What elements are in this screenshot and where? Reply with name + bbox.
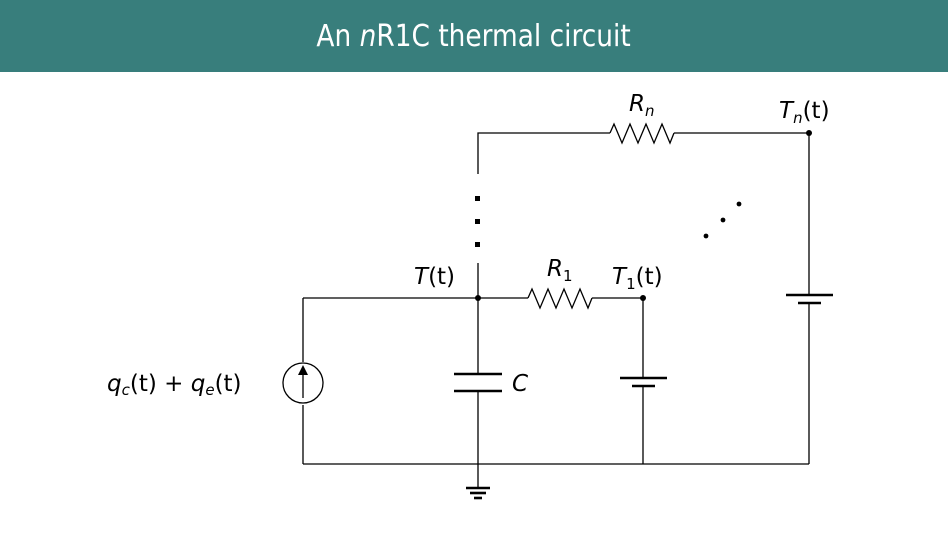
resistor-R1 (527, 287, 593, 310)
node-T1-label: T1(t) (612, 264, 663, 293)
slide-title-bar: An nR1C thermal circuit (0, 0, 948, 72)
vertical-ellipsis (475, 196, 480, 247)
node-Tn-label: Tn(t) (779, 98, 830, 127)
resistor-Rn-label: Rn (629, 91, 655, 120)
ground-symbol (466, 486, 490, 500)
resistor-R1-label: R1 (547, 256, 573, 285)
source-label: qc(t) + qe(t) (107, 371, 242, 399)
capacitor (454, 372, 502, 393)
capacitor-label: C (512, 371, 528, 397)
diagonal-ellipsis (703, 201, 742, 239)
battery-T1 (620, 376, 667, 388)
resistor-Rn (609, 122, 675, 145)
slide-title: An nR1C thermal circuit (316, 18, 632, 54)
node-T-label: T(t) (414, 264, 455, 290)
current-source (282, 362, 324, 404)
wire-top-left (477, 132, 610, 174)
battery-Tn (786, 293, 833, 305)
arrow-up-icon (298, 365, 308, 375)
